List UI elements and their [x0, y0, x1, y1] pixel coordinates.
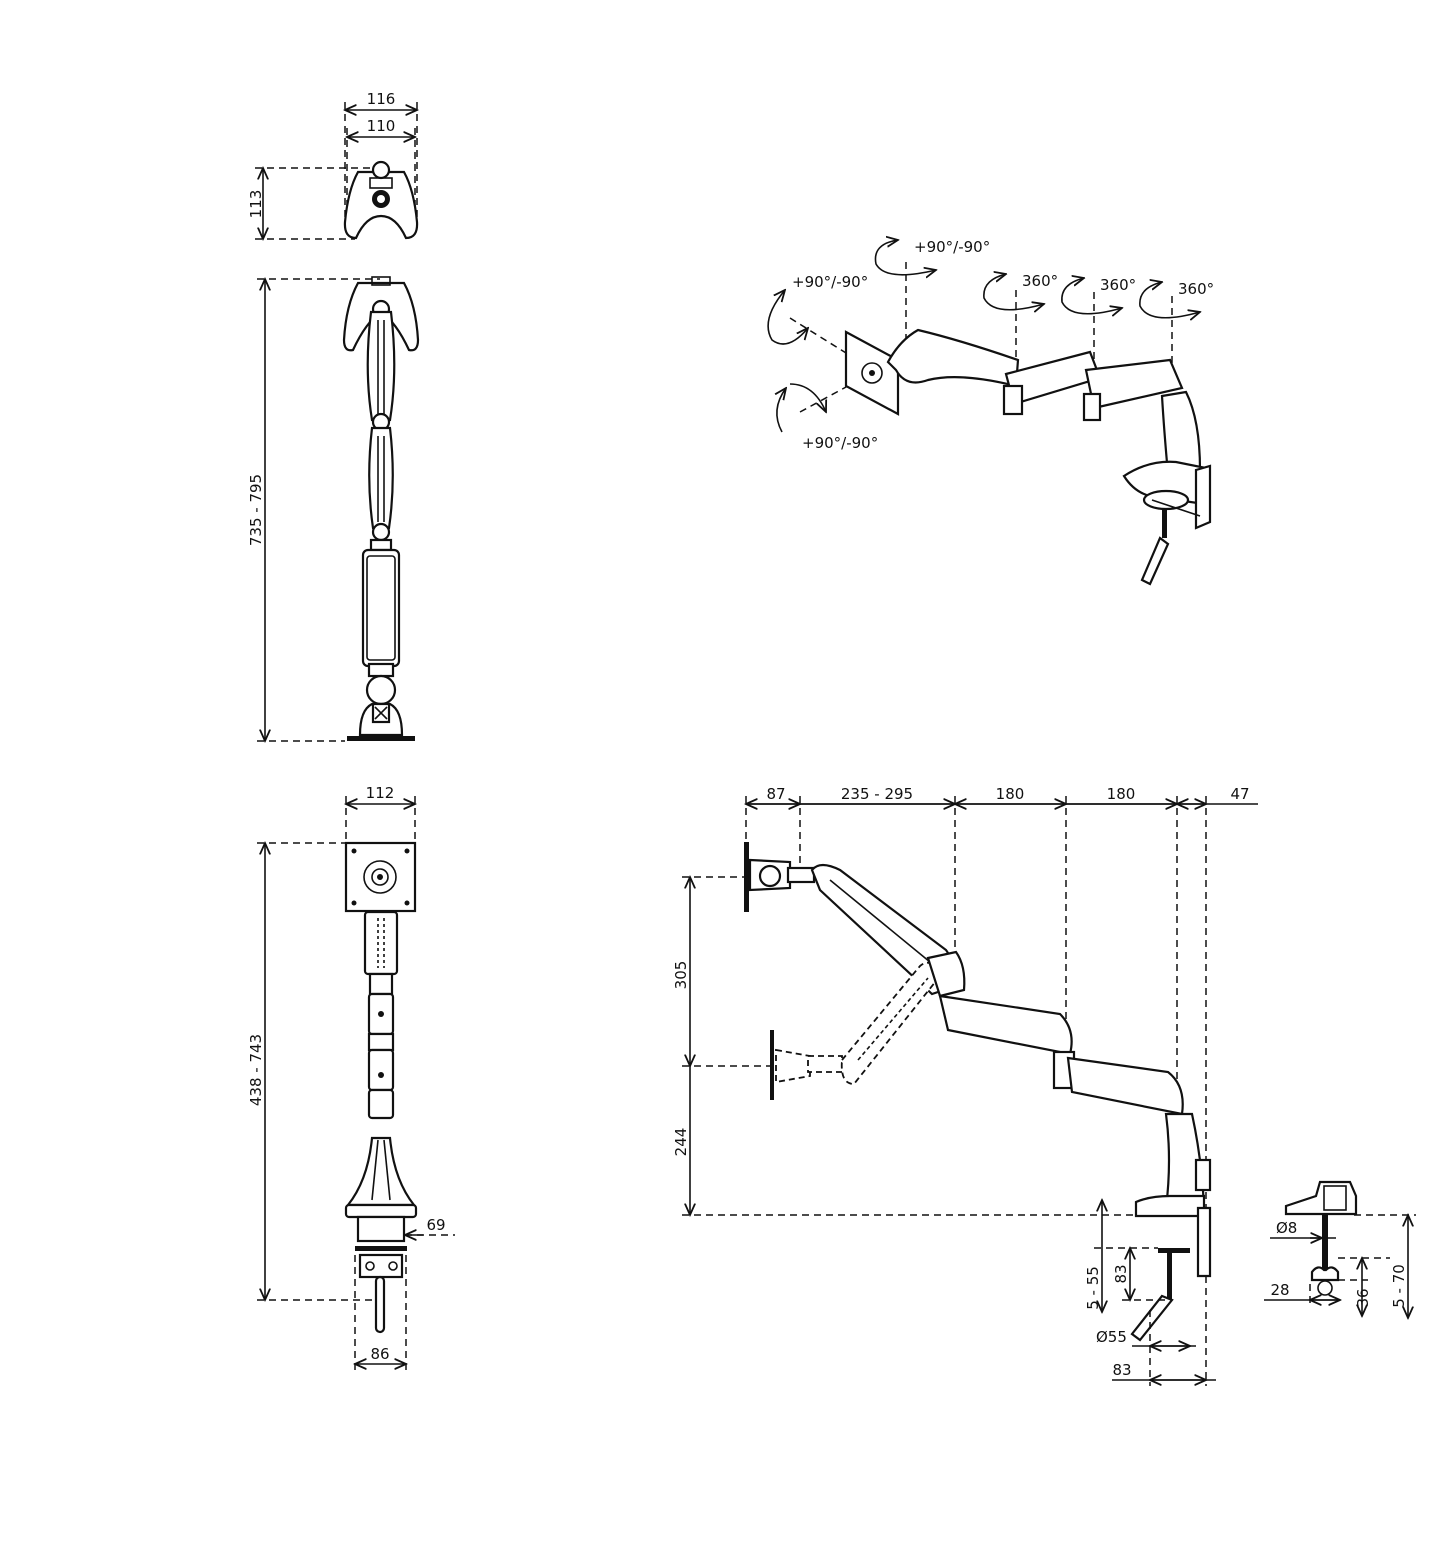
rotation-rotate-bottom: +90°/-90°: [802, 434, 878, 452]
dim-reach-desk-thickness: 5 - 55: [1084, 1266, 1102, 1310]
front-view: 735 - 795: [247, 276, 420, 741]
top-view: 116 110 113: [247, 90, 417, 239]
dim-reach-pin-diameter: Ø55: [1096, 1328, 1127, 1346]
dim-reach-clamp-depth: 83: [1112, 1264, 1130, 1283]
rotate-arrow-icon-bottom: [777, 384, 826, 433]
joint-arrow-icon-2: [1061, 278, 1122, 314]
dim-top-outer-width: 116: [367, 90, 396, 108]
dim-reach-seg-4: 180: [1107, 785, 1136, 803]
dim-grommet-desk-range: 5 - 70: [1390, 1264, 1408, 1308]
rotation-joint-2: 360°: [1100, 276, 1136, 294]
dim-reach-height-lower: 244: [672, 1128, 690, 1157]
side-view: 112 438 - 743: [247, 784, 455, 1372]
dim-side-height: 438 - 743: [247, 1034, 265, 1106]
dim-reach-seg-1: 87: [766, 785, 785, 803]
rotate-arrow-icon: [767, 290, 808, 345]
isometric-view: +90°/-90° +90°/-90° +90°/-90° 360° 360° …: [767, 238, 1214, 586]
dim-reach-seg-5: 47: [1230, 785, 1249, 803]
dim-grommet-nut-height: 36: [1354, 1288, 1372, 1307]
dim-reach-height-upper: 305: [672, 961, 690, 990]
rotation-swivel-top: +90°/-90°: [914, 238, 990, 256]
dim-reach-seg-3: 180: [996, 785, 1025, 803]
dim-side-width: 112: [366, 784, 395, 802]
dim-grommet-bolt-diameter: Ø8: [1276, 1219, 1297, 1237]
rotation-joint-1: 360°: [1022, 272, 1058, 290]
rotation-joint-3: 360°: [1178, 280, 1214, 298]
rotation-tilt-left: +90°/-90°: [792, 273, 868, 291]
dim-top-height: 113: [247, 190, 265, 219]
grommet-view: Ø8 36 5 - 70 28: [1264, 1180, 1416, 1318]
dim-reach-clamp-base: 83: [1112, 1361, 1131, 1379]
dim-side-clamp-width: 86: [370, 1345, 389, 1363]
dim-side-clamp-offset: 69: [426, 1216, 445, 1234]
dim-grommet-bolt-offset: 28: [1270, 1281, 1289, 1299]
joint-arrow-icon-3: [1139, 282, 1200, 318]
dim-top-inner-width: 110: [367, 117, 396, 135]
dim-front-height: 735 - 795: [247, 474, 265, 546]
reach-view: 87 235 - 295 180 180 47 305 244: [672, 785, 1258, 1386]
swivel-arrow-icon: [874, 240, 936, 275]
joint-arrow-icon-1: [983, 274, 1044, 310]
dim-reach-seg-2: 235 - 295: [841, 785, 913, 803]
